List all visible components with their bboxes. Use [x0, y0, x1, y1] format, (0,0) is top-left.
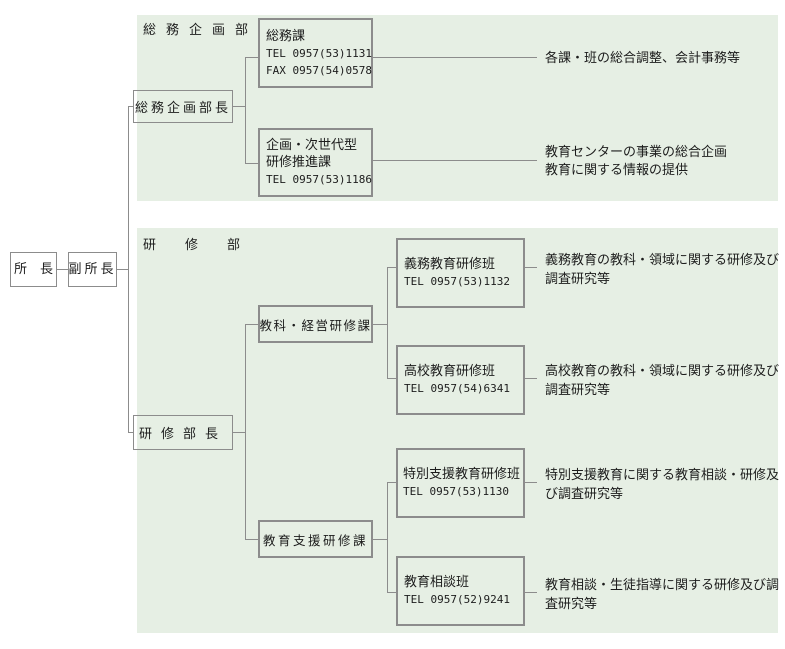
soudan-tel: TEL 0957(52)9241 — [404, 593, 510, 606]
line-kyoka-branch — [373, 324, 387, 325]
tokubetsu-name: 特別支援教育研修班 — [403, 467, 521, 482]
line-trunk-kenshu-head — [128, 432, 133, 433]
tokubetsu-group-box: 特別支援教育研修班 TEL 0957(53)1130 — [396, 448, 525, 518]
line-branch-soudan — [387, 592, 396, 593]
line-branch-koko — [387, 378, 396, 379]
koko-tel: TEL 0957(54)6341 — [404, 382, 510, 395]
line-shien-branch — [373, 539, 387, 540]
line-shien-branch-vertical — [387, 482, 388, 593]
koko-group-box: 高校教育研修班 TEL 0957(54)6341 — [396, 345, 525, 415]
somuka-tel: TEL 0957(53)1131 — [266, 46, 372, 60]
kikaku-tel: TEL 0957(53)1186 — [266, 173, 372, 186]
kyoka-keiei-section-box: 教科・経営研修課 — [258, 305, 373, 343]
somuka-name: 総務課 — [266, 28, 306, 44]
somuka-section-box: 総務課 TEL 0957(53)1131 FAX 0957(54)0578 — [258, 18, 373, 88]
dept-label-kenshu: 研修部 — [143, 238, 270, 253]
line-branch-gimu — [387, 267, 396, 268]
kikaku-name-line1: 企画・次世代型 — [266, 138, 358, 153]
kikaku-section-box: 企画・次世代型 研修推進課 TEL 0957(53)1186 — [258, 128, 373, 197]
somuka-fax: FAX 0957(54)0578 — [266, 63, 372, 77]
line-director-deputy — [57, 269, 68, 270]
line-trunk-somu-head — [128, 106, 133, 107]
kikaku-name-line2: 研修推進課 — [266, 155, 332, 170]
line-somu-head-branch — [233, 106, 245, 107]
panel-kenshu-dept — [137, 228, 778, 633]
somu-kikaku-head-label: 総務企画部長 — [134, 101, 231, 116]
desc-kikaku: 教育センターの事業の総合企画 教育に関する情報の提供 — [545, 145, 728, 178]
tokubetsu-tel: TEL 0957(53)1130 — [403, 485, 509, 498]
kenshu-head-label: 研修部長 — [138, 427, 227, 442]
line-soudan-desc — [525, 592, 537, 593]
line-kyoka-branch-vertical — [387, 267, 388, 379]
line-branch-kenshu-vertical — [245, 324, 246, 540]
line-kikaku-desc — [373, 160, 537, 161]
desc-koko: 高校教育の教科・領域に関する研修及び 調査研究等 — [545, 364, 780, 398]
kyoiku-shien-section-box: 教育支援研修課 — [258, 520, 373, 558]
line-branch-somuka — [245, 57, 258, 58]
gimu-name: 義務教育研修班 — [404, 257, 496, 272]
line-trunk-vertical — [128, 106, 129, 433]
kenshu-head-box: 研修部長 — [133, 415, 233, 450]
line-koko-desc — [525, 378, 537, 379]
line-deputy-trunk — [117, 269, 128, 270]
koko-name: 高校教育研修班 — [404, 364, 496, 379]
line-gimu-desc — [525, 267, 537, 268]
desc-somuka: 各課・班の総合調整、会計事務等 — [545, 51, 741, 66]
deputy-director-box: 副所長 — [68, 252, 117, 287]
desc-tokubetsu: 特別支援教育に関する教育相談・研修及 び調査研究等 — [545, 468, 780, 502]
line-branch-kyoka — [245, 324, 258, 325]
line-somuka-desc — [373, 57, 537, 58]
director-label: 所 長 — [13, 262, 53, 277]
panel-somu-kikaku-dept — [137, 15, 778, 201]
line-branch-tokubetsu — [387, 482, 396, 483]
desc-soudan: 教育相談・生徒指導に関する研修及び調 査研究等 — [545, 578, 780, 612]
gimu-group-box: 義務教育研修班 TEL 0957(53)1132 — [396, 238, 525, 308]
kyoka-keiei-label: 教科・経営研修課 — [259, 317, 372, 333]
soudan-group-box: 教育相談班 TEL 0957(52)9241 — [396, 556, 525, 626]
line-kenshu-head-branch — [233, 432, 245, 433]
line-tokubetsu-desc — [525, 482, 537, 483]
director-box: 所 長 — [10, 252, 57, 287]
gimu-tel: TEL 0957(53)1132 — [404, 275, 510, 288]
deputy-director-label: 副所長 — [68, 262, 117, 277]
desc-gimu: 義務教育の教科・領域に関する研修及び 調査研究等 — [545, 253, 780, 287]
line-branch-somu-vertical — [245, 57, 246, 164]
soudan-name: 教育相談班 — [404, 575, 470, 590]
dept-label-somu-kikaku: 総務企画部 — [143, 23, 259, 38]
line-branch-kikaku — [245, 163, 258, 164]
line-branch-shien — [245, 539, 258, 540]
kyoiku-shien-label: 教育支援研修課 — [262, 532, 368, 548]
somu-kikaku-head-box: 総務企画部長 — [133, 90, 233, 123]
